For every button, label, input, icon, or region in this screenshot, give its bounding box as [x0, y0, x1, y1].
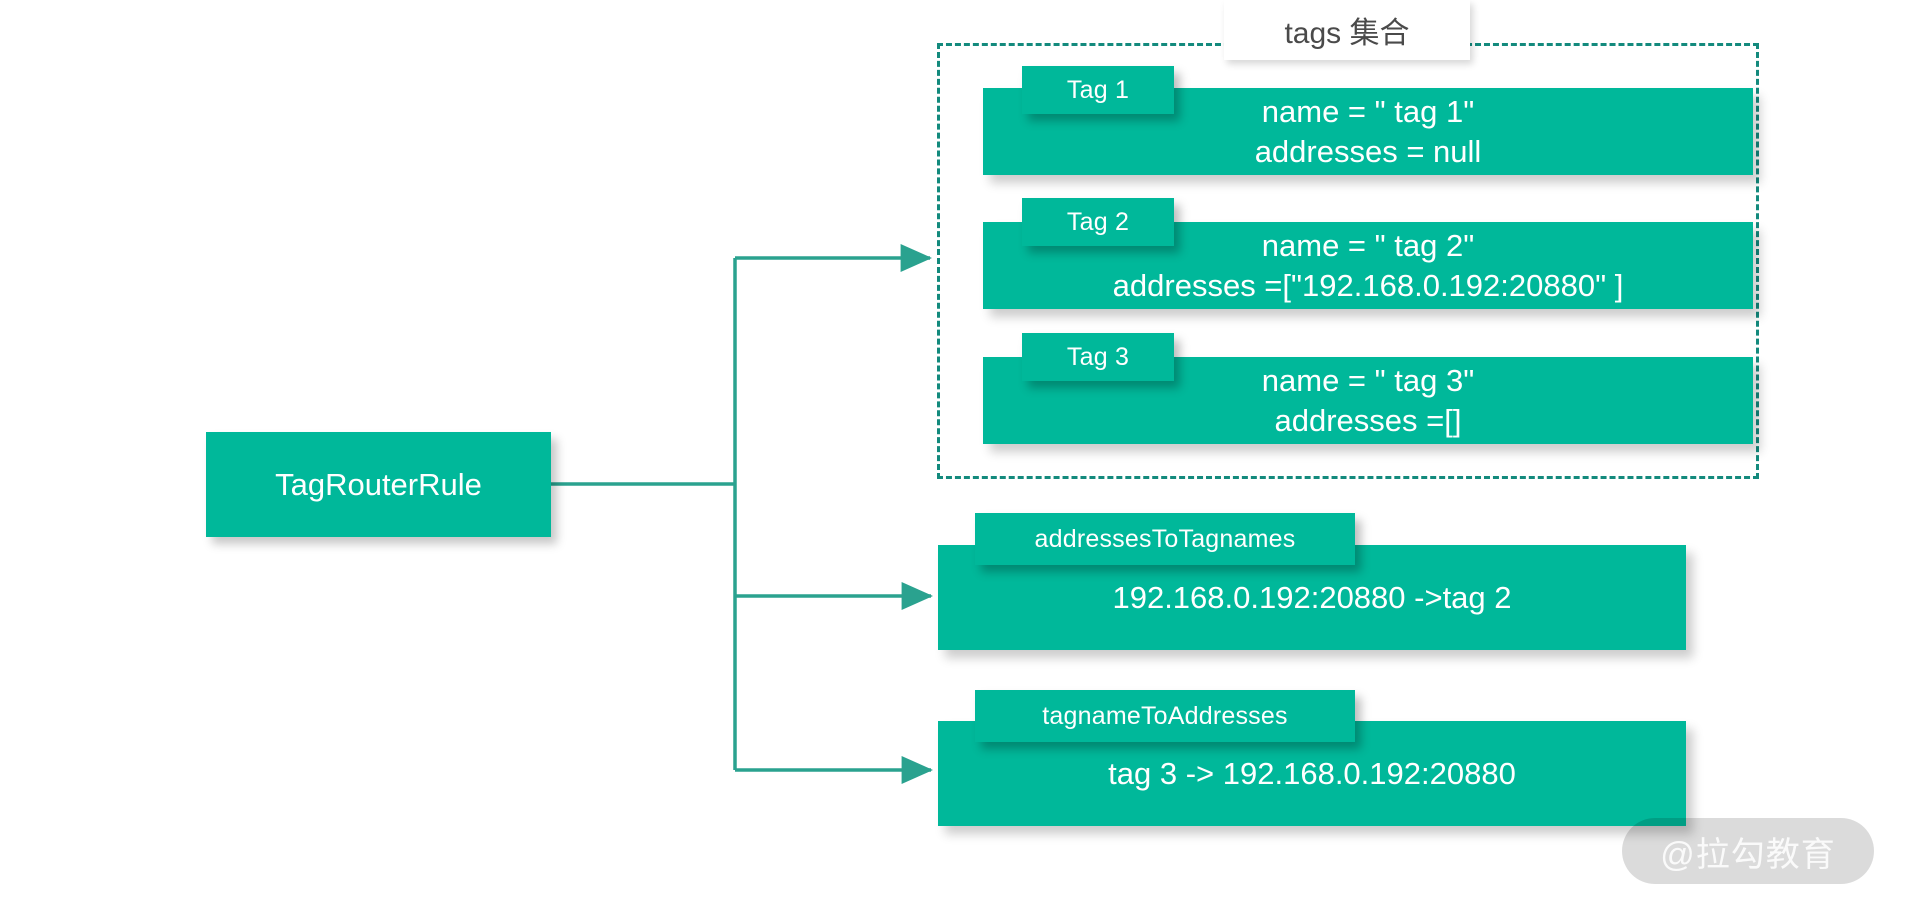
- tag-card-1-chip[interactable]: Tag 1: [1022, 66, 1174, 114]
- tag-card-2-chip-label: Tag 2: [1066, 207, 1130, 236]
- tags-group-label: tags 集合: [1224, 0, 1470, 60]
- map-card-addresses-to-tagnames-entry: 192.168.0.192:20880 ->tag 2: [1112, 579, 1512, 615]
- watermark: @拉勾教育: [1622, 818, 1874, 884]
- tag-card-3-line-addresses: addresses =[]: [1274, 402, 1462, 438]
- map-card-addresses-to-tagnames-chip-label: addressesToTagnames: [1034, 524, 1296, 553]
- tag-card-1-line-name: name = " tag 1": [1261, 93, 1475, 129]
- node-tag-router-rule[interactable]: TagRouterRule: [206, 432, 551, 537]
- map-card-addresses-to-tagnames-chip[interactable]: addressesToTagnames: [975, 513, 1355, 565]
- tag-card-3-chip[interactable]: Tag 3: [1022, 333, 1174, 381]
- tag-card-3-line-name: name = " tag 3": [1261, 362, 1475, 398]
- tag-card-2-chip[interactable]: Tag 2: [1022, 198, 1174, 246]
- tag-card-1-line-addresses: addresses = null: [1254, 133, 1482, 169]
- tag-card-2-line-addresses: addresses =["192.168.0.192:20880" ]: [1112, 267, 1624, 303]
- tag-card-3-chip-label: Tag 3: [1066, 342, 1130, 371]
- tag-card-2-line-name: name = " tag 2": [1261, 227, 1475, 263]
- map-card-tagname-to-addresses-chip-label: tagnameToAddresses: [1042, 701, 1288, 730]
- node-tag-router-rule-label: TagRouterRule: [275, 466, 482, 502]
- tag-card-1-chip-label: Tag 1: [1066, 75, 1130, 104]
- map-card-tagname-to-addresses-chip[interactable]: tagnameToAddresses: [975, 690, 1355, 742]
- map-card-tagname-to-addresses-entry: tag 3 -> 192.168.0.192:20880: [1108, 755, 1516, 791]
